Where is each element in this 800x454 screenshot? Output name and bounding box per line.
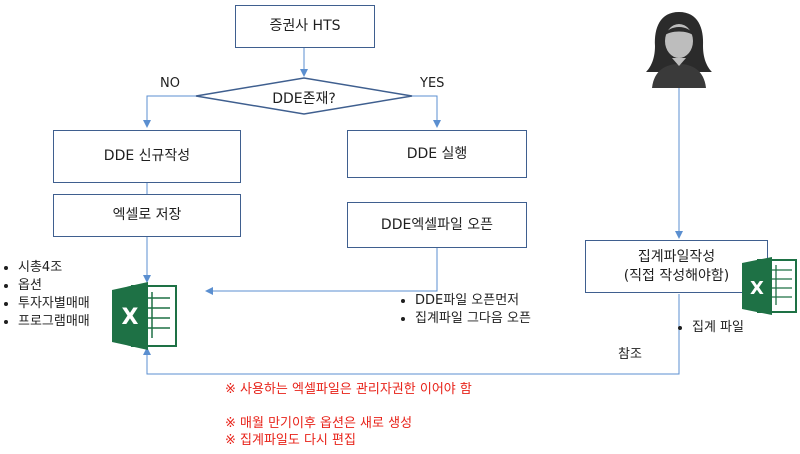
excel-logo-letter: X (122, 305, 139, 330)
dde-run-box: DDE 실행 (347, 130, 527, 178)
open-notes-list: DDE파일 오픈먼저 집계파일 그다음 오픈 (397, 292, 531, 328)
no-branch-arrow (143, 95, 196, 128)
summary-line2: (직접 작성해야함) (623, 267, 730, 284)
hts-label: 증권사 HTS (269, 18, 341, 35)
excel-save-label: 엑셀로 저장 (112, 207, 182, 224)
open-note-item: DDE파일 오픈먼저 (415, 292, 531, 310)
excel-item: 시총4조 (18, 259, 90, 277)
reference-label: 참조 (618, 347, 642, 362)
dde-excel-open-box: DDE엑셀파일 오픈 (347, 202, 527, 248)
open-note-item: 집계파일 그다음 오픈 (415, 310, 531, 328)
excel-file-icon: X (112, 282, 177, 350)
person-icon (640, 8, 718, 88)
reference-arrow (143, 294, 680, 375)
decision-label: DDE존재? (272, 91, 336, 107)
dde-new-label: DDE 신규작성 (103, 148, 191, 165)
yes-branch-arrow (412, 95, 441, 128)
summary-note-list: 집계 파일 (674, 319, 744, 337)
excel-item: 투자자별매매 (18, 295, 90, 313)
note-monthly-options: ※ 매월 만기이후 옵션은 새로 생성 (225, 416, 413, 431)
excel-summary-icon: X (742, 257, 797, 315)
dde-new-box: DDE 신규작성 (53, 130, 241, 183)
yes-label: YES (420, 76, 445, 91)
dde-excel-open-label: DDE엑셀파일 오픈 (380, 216, 494, 233)
summary-file-box: 집계파일작성 (직접 작성해야함) (585, 240, 768, 293)
excel-items-list: 시총4조 옵션 투자자별매매 프로그램매매 (0, 259, 90, 331)
hts-box: 증권사 HTS (235, 5, 375, 48)
excel-item: 프로그램매매 (18, 313, 90, 331)
open-to-excel-arrow (205, 248, 438, 295)
summary-line1: 집계파일작성 (637, 248, 716, 265)
dde-run-label: DDE 실행 (406, 145, 468, 162)
note-admin-rights: ※ 사용하는 엑셀파일은 관리자권한 이어야 함 (225, 382, 472, 397)
no-label: NO (160, 76, 180, 91)
note-summary-edit: ※ 집계파일도 다시 편집 (225, 433, 356, 448)
excel-save-box: 엑셀로 저장 (53, 194, 241, 237)
decision-diamond (195, 77, 413, 115)
excel-logo-letter: X (750, 278, 764, 299)
summary-note-item: 집계 파일 (692, 319, 744, 337)
excel-item: 옵션 (18, 277, 90, 295)
